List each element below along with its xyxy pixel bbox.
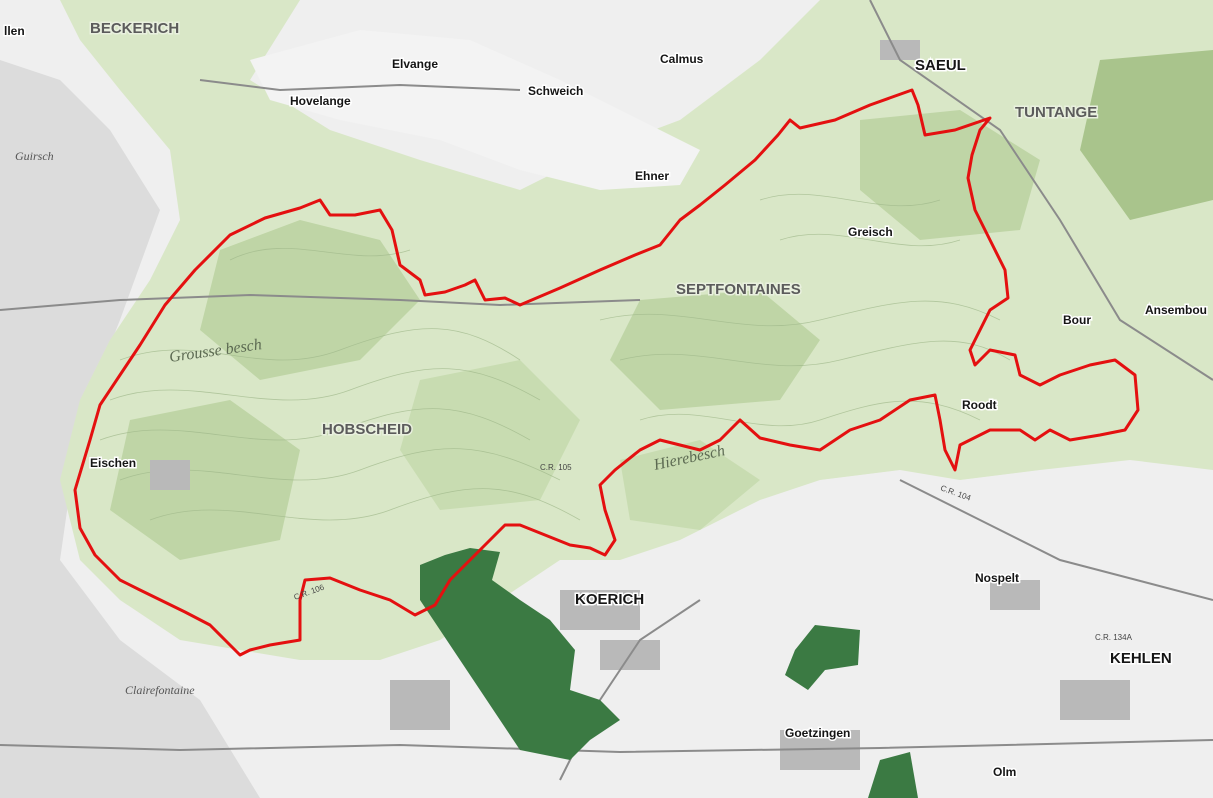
place-label-ansembourg: Ansembou: [1145, 303, 1207, 317]
clearing-north: [250, 30, 700, 190]
forest-patch-1: [200, 220, 420, 380]
protected-forest-goetzingen: [785, 625, 860, 690]
place-label-beckerich: BECKERICH: [90, 20, 179, 37]
place-label-schweich: Schweich: [528, 84, 583, 98]
place-label-hovelange: Hovelange: [290, 94, 351, 108]
place-label-greisch: Greisch: [848, 225, 893, 239]
place-label-saeul: SAEUL: [915, 57, 966, 74]
settlements: [150, 40, 1130, 770]
place-label-ehner: Ehner: [635, 169, 669, 183]
forest-patch-4: [860, 110, 1040, 240]
road-label-cr134a: C.R. 134A: [1095, 633, 1133, 642]
road-label-cr105: C.R. 105: [540, 463, 572, 472]
place-label-ullen: llen: [4, 24, 25, 38]
place-label-nospelt: Nospelt: [975, 571, 1019, 585]
place-label-olm: Olm: [993, 765, 1016, 779]
protected-forest-koerich: [420, 548, 620, 760]
place-label-tuntange: TUNTANGE: [1015, 104, 1097, 121]
protected-forest-olm: [868, 752, 918, 798]
place-label-guirsch: Guirsch: [15, 149, 54, 163]
place-label-hobscheid: HOBSCHEID: [322, 421, 412, 438]
place-label-septfontaines: SEPTFONTAINES: [676, 281, 801, 298]
place-label-kehlen: KEHLEN: [1110, 650, 1172, 667]
place-label-clairefontaine: Clairefontaine: [125, 683, 195, 697]
place-label-elvange: Elvange: [392, 57, 438, 71]
place-label-eischen: Eischen: [90, 456, 136, 470]
place-label-calmus: Calmus: [660, 52, 704, 66]
place-label-roodt: Roodt: [962, 398, 997, 412]
forest-patch-5: [1080, 50, 1213, 220]
forest-patch-2: [110, 400, 300, 560]
protected-area-boundary[interactable]: [73, 88, 1140, 657]
place-label-koerich: KOERICH: [575, 591, 644, 608]
place-label-goetzingen: Goetzingen: [785, 726, 850, 740]
contour-lines: [99, 193, 1011, 521]
hillshade-west: [0, 60, 260, 798]
forest-patch-3: [610, 290, 820, 410]
place-label-bour: Bour: [1063, 313, 1091, 327]
forest-patch-7: [620, 440, 760, 530]
